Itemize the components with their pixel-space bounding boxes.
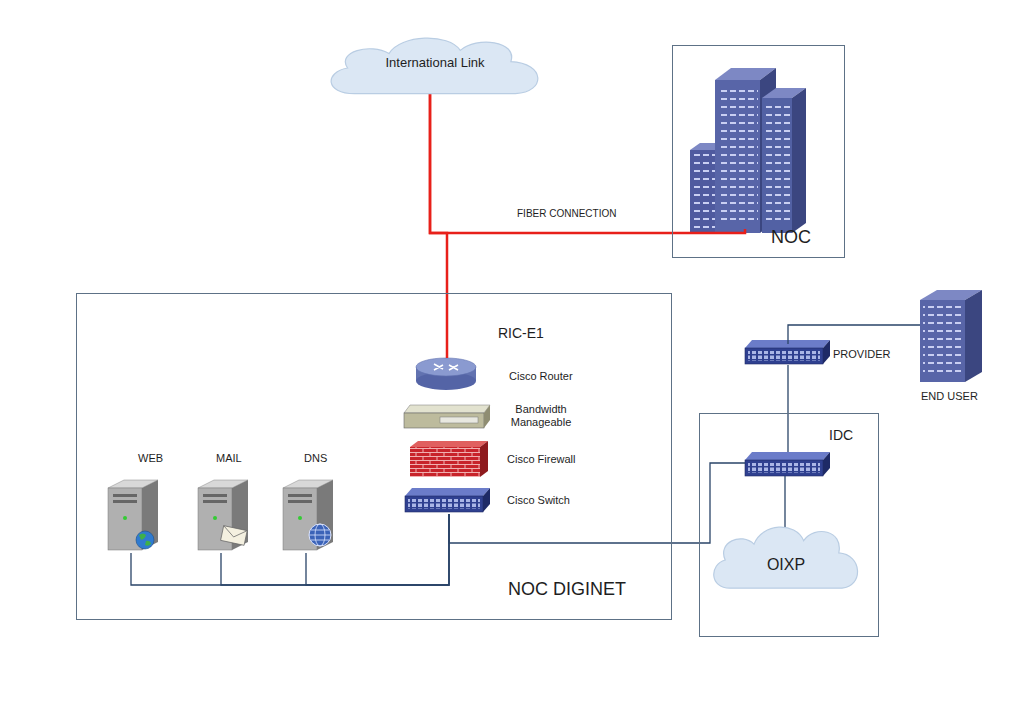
dns-server-icon (283, 480, 333, 550)
site-box: OIXP IDC (699, 413, 879, 637)
server-node: MAIL (199, 479, 251, 553)
network-cable (131, 514, 449, 585)
bandwidth-device (404, 405, 490, 428)
dns-globe (309, 524, 331, 546)
node-label: OIXP (706, 556, 866, 574)
network-cable (306, 514, 449, 585)
node-label: NOC (771, 227, 811, 248)
noc-building (690, 68, 806, 233)
node-label: PROVIDER (833, 348, 890, 361)
noc-building (762, 98, 792, 233)
router-icon (434, 364, 458, 370)
node-label: MAIL (216, 452, 242, 465)
end-user-building (923, 304, 963, 376)
node-label: Cisco Switch (507, 494, 570, 507)
dns-globe (309, 524, 331, 546)
idc-switch-icon (745, 452, 830, 476)
web-globe (136, 531, 154, 549)
node-label: Bandwidth Manageable (503, 403, 579, 428)
site-box: NOC (672, 45, 845, 258)
fiber-link (430, 84, 672, 233)
bandwidth-node: Bandwidth Manageable (404, 405, 492, 431)
web-globe (139, 534, 151, 546)
server-node: WEB (109, 479, 161, 553)
switch-node: PROVIDER (745, 340, 831, 365)
noc-building (690, 150, 718, 233)
router-icon (416, 358, 476, 390)
node-label: International Link (330, 56, 540, 71)
cloud-node: OIXP (706, 516, 866, 604)
network-cable (449, 514, 699, 543)
mail-envelope (221, 526, 248, 546)
end-user-building (920, 290, 982, 382)
wire (672, 229, 788, 543)
node-heading: RIC-E1 (498, 325, 544, 341)
mail-envelope (221, 526, 248, 546)
building-node: END USER (920, 288, 983, 383)
web-server-icon (108, 480, 158, 550)
mail-server-icon (198, 480, 248, 550)
node-label: WEB (138, 452, 163, 465)
edge-label: FIBER CONNECTION (515, 208, 618, 220)
noc-building (715, 80, 760, 233)
network-cable (787, 365, 788, 413)
mail-envelope (222, 526, 247, 540)
router-node: RIC-E1Cisco Router (416, 358, 479, 392)
cisco-switch-icon (405, 488, 490, 512)
wire (784, 476, 785, 532)
node-label: Cisco Firewall (507, 453, 575, 466)
firewall-node: Cisco Firewall (410, 441, 490, 479)
server-node: DNS (284, 479, 336, 553)
bandwidth-device (440, 417, 478, 423)
network-cable (788, 325, 920, 344)
node-label: Cisco Router (509, 370, 573, 383)
noc-building (718, 84, 758, 224)
end-user-building (920, 300, 965, 382)
firewall-icon (480, 441, 488, 477)
cloud-node: International Link (320, 28, 550, 108)
wire (672, 229, 745, 233)
noc-building (765, 102, 790, 226)
noc-building (792, 88, 806, 233)
firewall-icon (410, 441, 488, 447)
firewall-icon (410, 441, 488, 477)
node-label: NOC DIGINET (508, 579, 626, 600)
network-cable (221, 514, 449, 585)
bandwidth-device (404, 413, 484, 428)
switch-node: Cisco Switch (406, 489, 492, 514)
node-label: DNS (304, 452, 327, 465)
node-label: IDC (829, 427, 853, 443)
web-globe (136, 531, 154, 549)
noc-building (692, 154, 716, 228)
fiber-link (430, 84, 447, 358)
site-box: RIC-E1Cisco RouterBandwidth ManageableCi… (76, 293, 672, 620)
node-label: END USER (921, 390, 978, 403)
wire (699, 463, 745, 543)
bandwidth-device (484, 405, 490, 428)
bandwidth-device (404, 405, 490, 413)
firewall-icon (410, 447, 480, 477)
end-user-building (965, 290, 982, 382)
dns-globe (309, 530, 331, 540)
router-icon (416, 358, 476, 376)
wire (787, 413, 788, 452)
